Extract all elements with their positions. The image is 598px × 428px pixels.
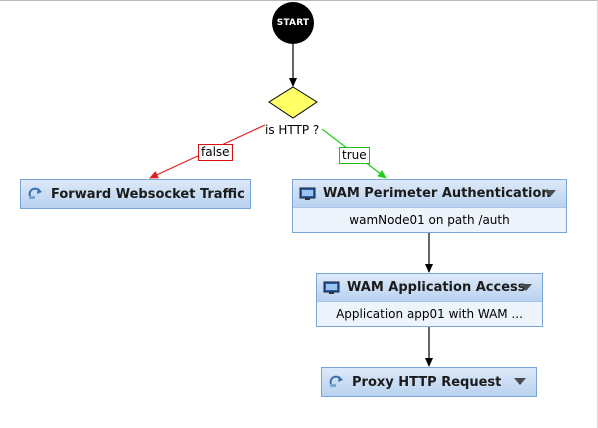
- node-detail: wamNode01 on path /auth: [293, 207, 566, 232]
- node-forward-websocket-traffic[interactable]: Forward Websocket Traffic: [20, 179, 251, 209]
- node-detail: Application app01 with WAM ...: [317, 301, 542, 326]
- start-node[interactable]: START: [272, 2, 314, 44]
- chevron-down-icon[interactable]: [520, 284, 532, 291]
- redirect-arrow-icon: [328, 375, 346, 389]
- decision-diamond[interactable]: [268, 86, 318, 119]
- node-title: Forward Websocket Traffic: [51, 186, 245, 202]
- monitor-icon: [323, 281, 341, 295]
- true-edge-label: true: [339, 147, 370, 164]
- node-proxy-http-request[interactable]: Proxy HTTP Request: [321, 367, 537, 397]
- node-title: WAM Application Access: [347, 280, 526, 295]
- condition-label: is HTTP ?: [265, 123, 320, 137]
- chevron-down-icon[interactable]: [544, 190, 556, 197]
- top-border: [0, 0, 598, 1]
- false-edge-label: false: [198, 144, 233, 161]
- node-title: Proxy HTTP Request: [352, 374, 502, 390]
- monitor-icon: [299, 187, 317, 201]
- redirect-arrow-icon: [27, 187, 45, 201]
- node-wam-perimeter-authentication[interactable]: WAM Perimeter Authentication wamNode01 o…: [292, 179, 567, 233]
- node-title: WAM Perimeter Authentication: [323, 186, 551, 201]
- chevron-down-icon[interactable]: [514, 378, 526, 385]
- node-wam-application-access[interactable]: WAM Application Access Application app01…: [316, 273, 543, 327]
